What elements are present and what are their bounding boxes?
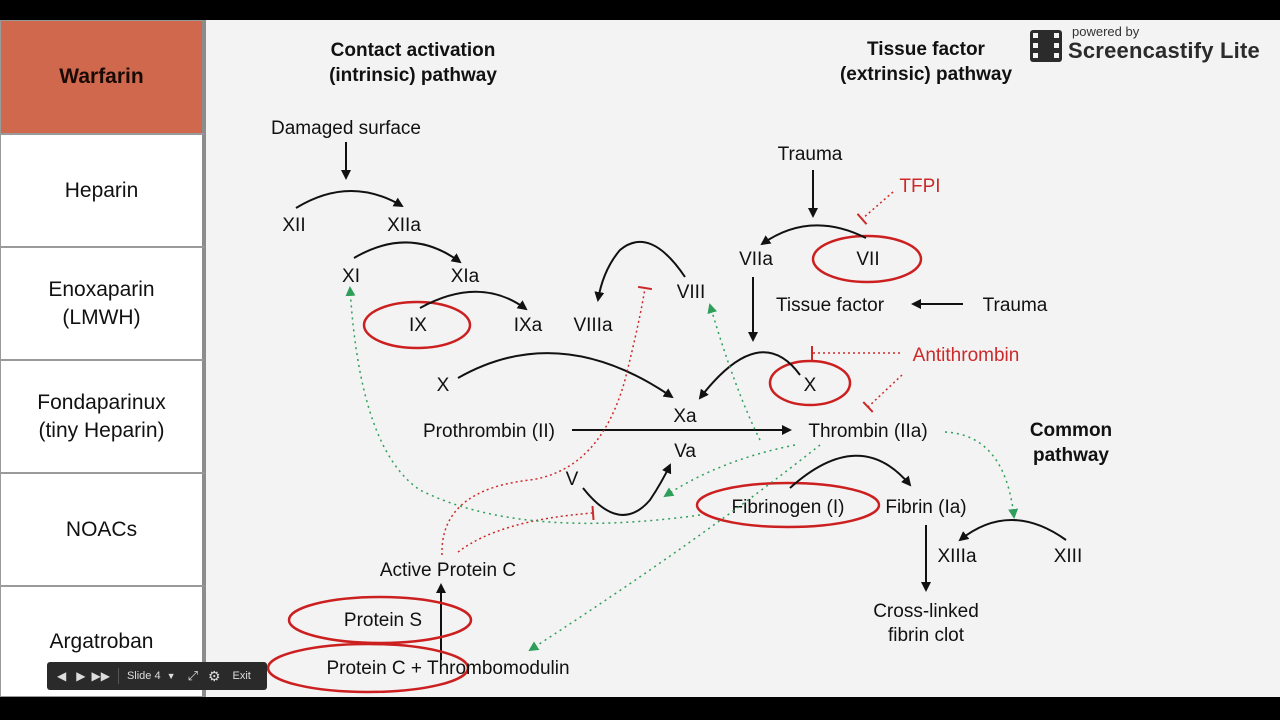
- arrow-xii-to-xiia: [295, 190, 404, 209]
- circle-x-extrinsic: [768, 359, 852, 407]
- drug-tab-label: Enoxaparin (LMWH): [48, 277, 155, 329]
- node-clot-line1: Cross-linked: [873, 601, 979, 622]
- node-xa: Xa: [673, 406, 697, 427]
- arrow-x-to-xa-intrinsic: [457, 352, 674, 399]
- coagulation-cascade-diagram: Contact activation (intrinsic) pathway T…: [266, 39, 1112, 694]
- common-heading-line1: Common: [1030, 420, 1112, 441]
- node-fibrin: Fibrin (Ia): [885, 497, 966, 518]
- prev-slide-icon[interactable]: ◀: [57, 669, 67, 683]
- node-antithrombin: Antithrombin: [913, 345, 1020, 366]
- next-slide-icon[interactable]: ▶▶: [91, 669, 110, 683]
- watermark-powered-by: powered by: [1072, 24, 1140, 39]
- arrow-fibrinogen-to-fibrin: [789, 454, 912, 489]
- node-v: V: [566, 469, 579, 490]
- arrow-vii-to-viia: [760, 224, 867, 246]
- arrow-x-to-xa-extrinsic: [698, 351, 801, 400]
- node-xii: XII: [282, 215, 305, 236]
- drug-tab-heparin[interactable]: Heparin: [0, 134, 206, 247]
- screencastify-watermark: powered by Screencastify Lite: [1030, 24, 1275, 68]
- play-icon[interactable]: ▶: [76, 669, 86, 683]
- arrow-ix-to-ixa: [419, 290, 528, 311]
- arrow-xiii-to-xiiia: [958, 519, 1067, 542]
- common-heading-line2: pathway: [1033, 445, 1109, 466]
- node-vii: VII: [856, 249, 879, 270]
- watermark-brand: Screencastify Lite: [1068, 38, 1260, 63]
- node-trauma-right: Trauma: [983, 295, 1048, 316]
- node-xia: XIa: [451, 266, 480, 287]
- extrinsic-heading-line2: (extrinsic) pathway: [840, 64, 1013, 85]
- circle-protein-c: [266, 642, 470, 694]
- arrow-v-to-va: [582, 463, 672, 516]
- drug-tab-noacs[interactable]: NOACs: [0, 473, 206, 586]
- node-viiia: VIIIa: [573, 315, 613, 336]
- node-protein-c-thrombomodulin: Protein C + Thrombomodulin: [326, 658, 569, 679]
- drug-tab-fondaparinux[interactable]: Fondaparinux (tiny Heparin): [0, 360, 206, 473]
- node-fibrinogen: Fibrinogen (I): [732, 497, 845, 518]
- slide-selector[interactable]: Slide 4 ▼: [127, 670, 176, 682]
- node-active-protein-c: Active Protein C: [380, 560, 516, 581]
- circle-ix: [362, 300, 472, 350]
- inhibit-apc-v: [457, 505, 595, 553]
- node-viia: VIIa: [739, 249, 773, 270]
- drug-tab-enoxaparin[interactable]: Enoxaparin (LMWH): [0, 247, 206, 360]
- film-strip-icon: [1030, 30, 1062, 62]
- node-protein-s: Protein S: [344, 610, 422, 631]
- node-xiia: XIIa: [387, 215, 421, 236]
- drug-tab-label: Heparin: [64, 178, 139, 202]
- node-viii: VIII: [677, 282, 706, 303]
- exit-button[interactable]: Exit: [232, 670, 251, 682]
- slide-canvas: Contact activation (intrinsic) pathway T…: [0, 20, 1280, 697]
- intrinsic-heading-line1: Contact activation: [331, 40, 496, 61]
- inhibit-tfpi: [856, 191, 894, 225]
- inhibit-apc-viii: [441, 285, 653, 556]
- circle-vii: [811, 234, 923, 284]
- feedback-thrombin-viii: [707, 303, 761, 441]
- intrinsic-heading-line2: (intrinsic) pathway: [329, 65, 497, 86]
- node-prothrombin: Prothrombin (II): [423, 421, 555, 442]
- drug-tab-label: Fondaparinux (tiny Heparin): [37, 390, 166, 442]
- node-x-extrinsic: X: [804, 375, 817, 396]
- node-ixa: IXa: [514, 315, 543, 336]
- gear-icon[interactable]: ⚙: [207, 667, 221, 684]
- drug-tab-label: Argatroban: [49, 629, 154, 653]
- node-x-intrinsic: X: [437, 375, 450, 396]
- node-ix: IX: [409, 315, 427, 336]
- node-damaged-surface: Damaged surface: [271, 118, 421, 139]
- feedback-thrombin-v: [663, 444, 796, 498]
- drug-sidebar: Warfarin Heparin Enoxaparin (LMWH) Fonda…: [0, 20, 210, 697]
- chevron-down-icon: ▼: [166, 671, 176, 681]
- slide-label: Slide 4: [126, 670, 161, 682]
- node-tissue-factor: Tissue factor: [776, 295, 885, 316]
- node-xiiia: XIIIa: [937, 546, 977, 567]
- node-xi: XI: [342, 266, 360, 287]
- node-trauma-top: Trauma: [778, 144, 843, 165]
- drug-tab-warfarin[interactable]: Warfarin: [0, 20, 206, 134]
- node-thrombin: Thrombin (IIa): [808, 421, 927, 442]
- inhibit-antithrombin-thrombin: [862, 374, 903, 413]
- slide-player-controls: ◀ ▶ ▶▶ Slide 4 ▼ ⤢ ⚙ Exit: [47, 662, 267, 690]
- circle-fibrinogen: [695, 481, 881, 529]
- fullscreen-icon[interactable]: ⤢: [187, 668, 198, 683]
- feedback-thrombin-xiii: [944, 431, 1019, 519]
- arrow-xi-to-xia: [353, 241, 462, 264]
- extrinsic-heading-line1: Tissue factor: [867, 39, 986, 60]
- arrow-viii-to-viiia: [594, 240, 686, 302]
- drug-tab-label: NOACs: [65, 517, 138, 541]
- node-clot-line2: fibrin clot: [888, 625, 965, 646]
- drug-tab-label: Warfarin: [59, 65, 144, 88]
- node-xiii: XIII: [1054, 546, 1083, 567]
- node-va: Va: [674, 441, 696, 462]
- node-tfpi: TFPI: [899, 176, 940, 197]
